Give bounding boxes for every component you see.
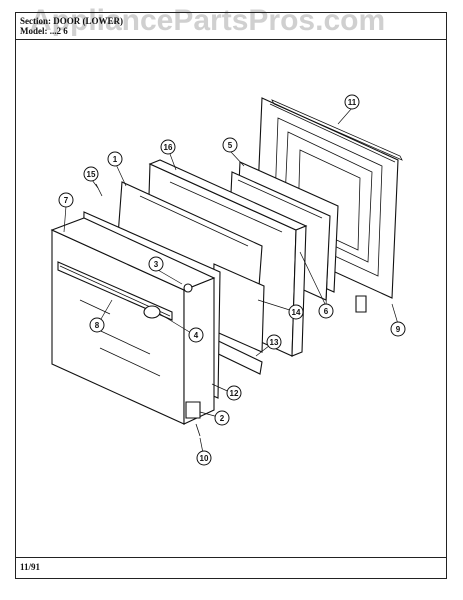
callout-11: 11 [344,94,360,110]
footer-divider [16,557,446,558]
svg-text:5: 5 [228,141,233,150]
svg-text:4: 4 [194,331,199,340]
callout-14: 14 [288,304,304,320]
callout-5: 5 [222,137,238,153]
svg-text:6: 6 [324,307,329,316]
diagram-frame: Section: DOOR (LOWER) Model: ...2 6 11/9… [15,12,447,579]
svg-text:2: 2 [220,414,225,423]
hinge-screw [195,423,201,437]
callout-10: 10 [196,450,212,466]
callout-6: 6 [318,303,334,319]
svg-text:12: 12 [230,389,239,398]
svg-text:1: 1 [113,155,118,164]
callout-9: 9 [390,321,406,337]
callout-8: 8 [89,317,105,333]
svg-text:14: 14 [292,308,301,317]
callout-13: 13 [266,334,282,350]
door-knob [143,305,161,319]
door-clip [355,295,367,313]
svg-text:11: 11 [348,98,357,107]
door-screw [183,283,193,293]
svg-text:9: 9 [396,325,401,334]
callout-1: 1 [107,151,123,167]
svg-text:3: 3 [154,260,159,269]
svg-text:8: 8 [95,321,100,330]
svg-text:13: 13 [270,338,279,347]
callout-12: 12 [226,385,242,401]
callout-3: 3 [148,256,164,272]
callout-15: 15 [83,166,99,182]
svg-text:15: 15 [87,170,96,179]
door-hinge [185,401,201,419]
svg-text:10: 10 [200,454,209,463]
header-divider [16,39,446,40]
callout-7: 7 [58,192,74,208]
callout-4: 4 [188,327,204,343]
svg-text:7: 7 [64,196,69,205]
svg-text:16: 16 [164,143,173,152]
panel-screw [95,183,103,197]
gasket-strip [271,99,403,161]
footer-date: 11/91 [20,562,41,572]
model-label: Model: ...2 6 [20,26,68,36]
watermark: AppliancePartsPros.com [30,4,386,37]
callout-16: 16 [160,139,176,155]
callout-2: 2 [214,410,230,426]
section-title: Section: DOOR (LOWER) [20,16,123,26]
